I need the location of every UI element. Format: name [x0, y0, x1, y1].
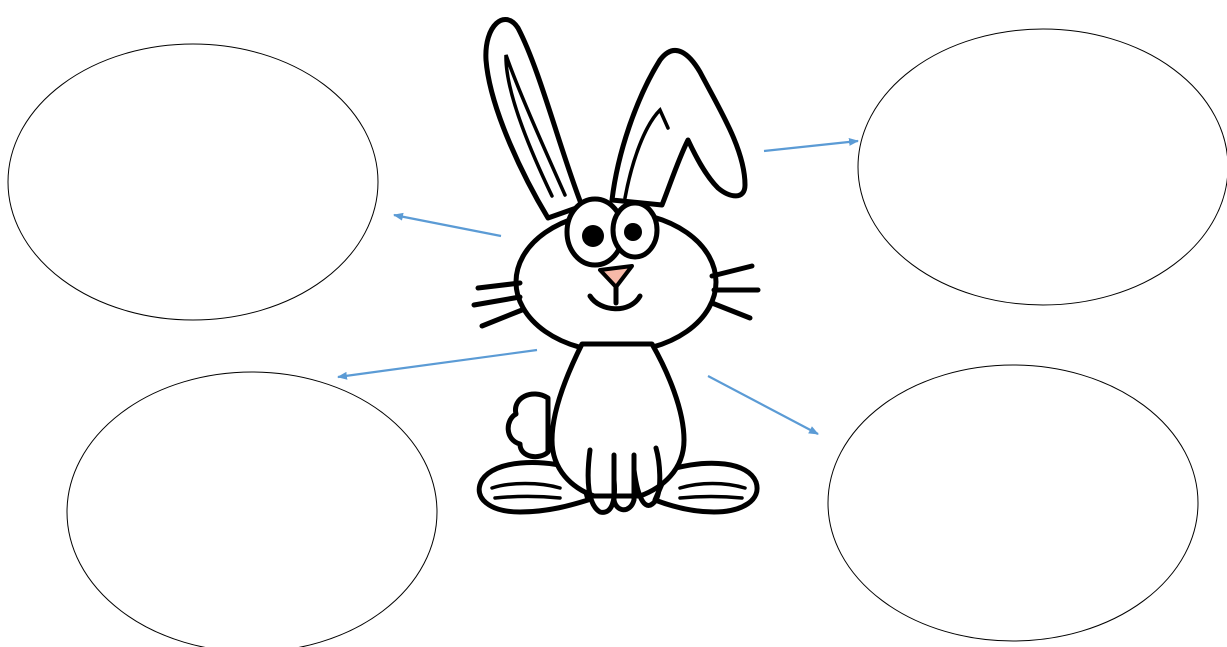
arrow-to-bottom-right: [708, 376, 818, 434]
rabbit-left-pupil: [582, 225, 604, 247]
rabbit-right-pupil: [624, 223, 642, 241]
rabbit-left-ear: [486, 19, 582, 218]
arrow-to-top-right: [764, 141, 858, 151]
arrow-to-bottom-left: [338, 350, 537, 377]
rabbit-illustration: [474, 19, 758, 512]
rabbit-body: [552, 344, 684, 496]
arrow-to-top-left: [394, 215, 501, 236]
bubble-bottom-right[interactable]: [828, 365, 1198, 641]
rabbit-right-ear: [612, 50, 745, 205]
rabbit-tail: [508, 394, 548, 457]
bubble-top-left[interactable]: [8, 44, 378, 320]
rabbit-whiskers-right: [712, 266, 758, 318]
bubble-top-right[interactable]: [858, 29, 1227, 305]
bubble-bottom-left[interactable]: [67, 372, 437, 647]
